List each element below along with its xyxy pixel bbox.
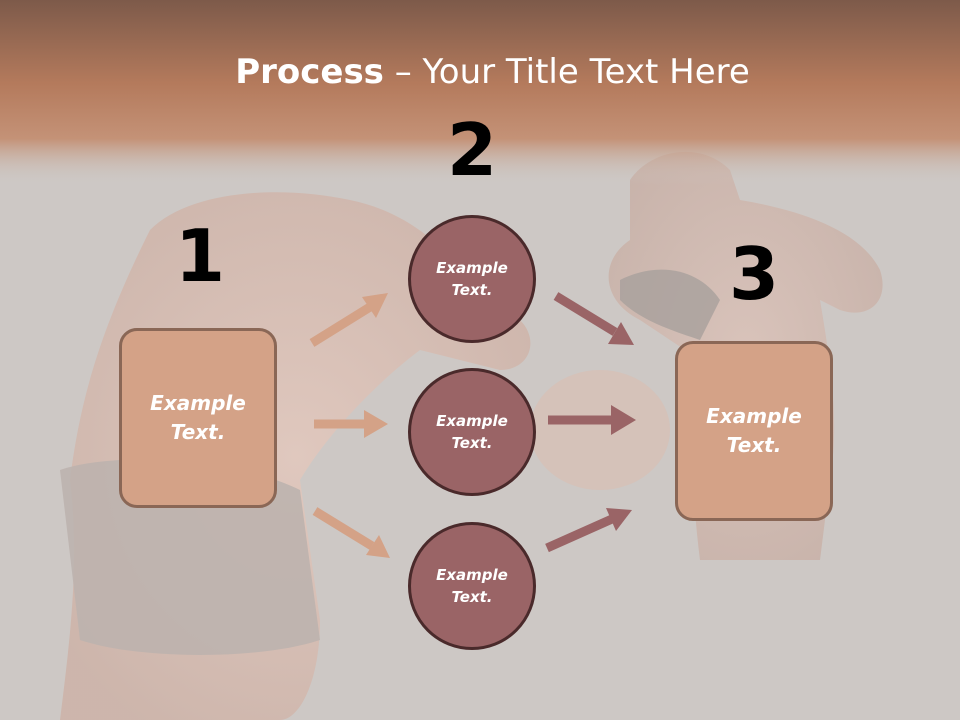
step-box-right: Example Text. bbox=[675, 341, 833, 521]
step-number-1: 1 bbox=[174, 214, 226, 298]
step-circle-top: Example Text. bbox=[408, 215, 536, 343]
step-circle-top-text: Example Text. bbox=[436, 258, 508, 300]
step-circle-middle: Example Text. bbox=[408, 368, 536, 496]
step-box-right-text: Example Text. bbox=[706, 404, 802, 457]
step-circle-middle-text: Example Text. bbox=[436, 411, 508, 453]
title-bold: Process bbox=[235, 52, 384, 92]
step-circle-bottom-text: Example Text. bbox=[436, 565, 508, 607]
step-number-2: 2 bbox=[446, 108, 498, 192]
step-box-left-text: Example Text. bbox=[150, 391, 246, 444]
step-box-left: Example Text. bbox=[119, 328, 277, 508]
step-circle-bottom: Example Text. bbox=[408, 522, 536, 650]
step-number-3: 3 bbox=[728, 232, 780, 316]
slide-title: Process – Your Title Text Here bbox=[0, 52, 960, 92]
title-rest: – Your Title Text Here bbox=[383, 52, 750, 92]
